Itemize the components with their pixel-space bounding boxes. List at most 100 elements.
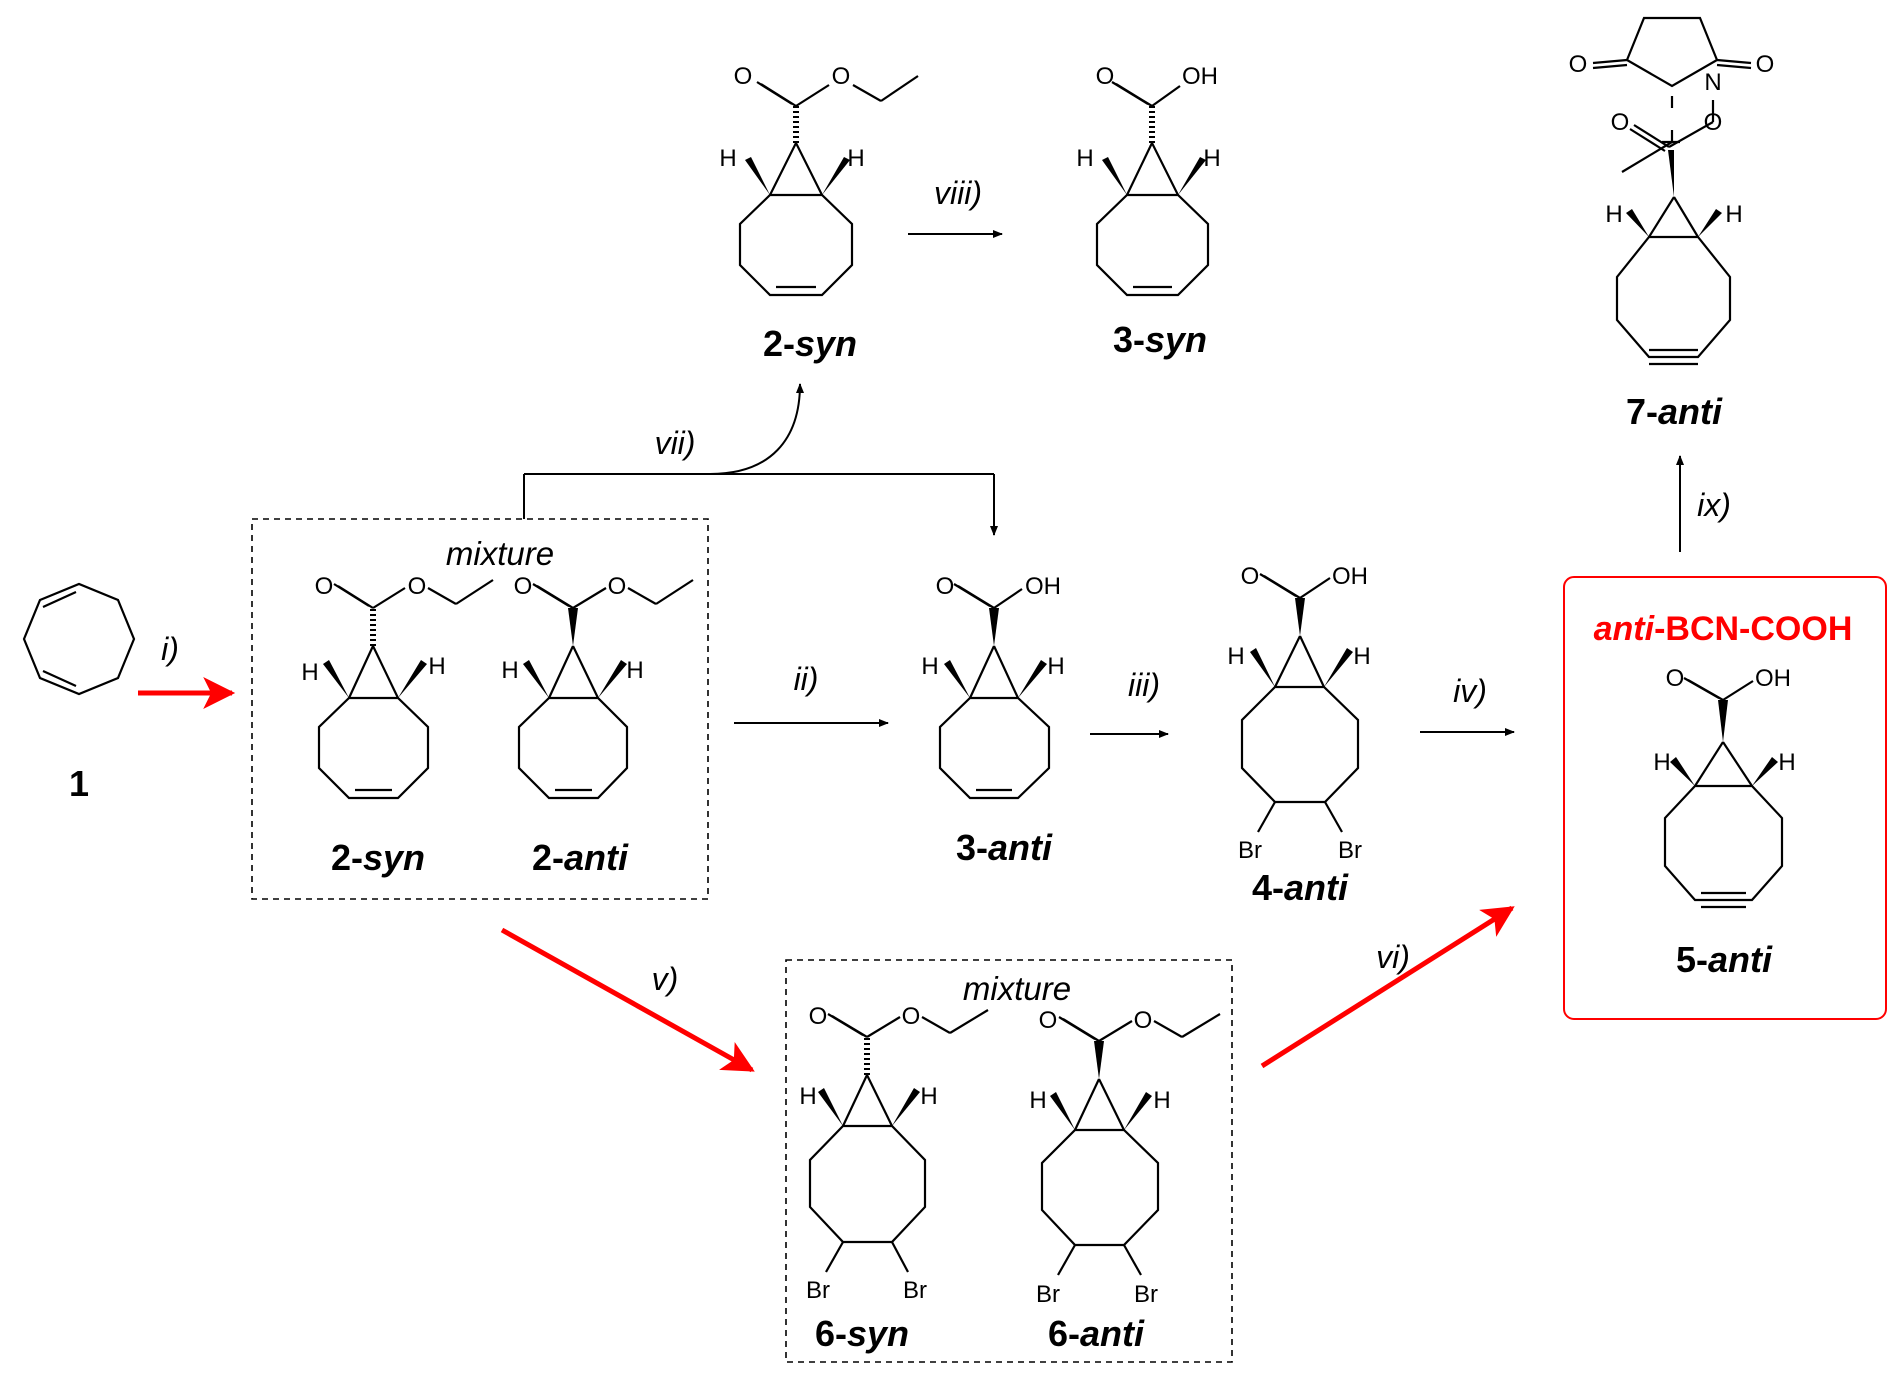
wedge-bond bbox=[989, 608, 999, 646]
step-label-ii: ii) bbox=[794, 661, 819, 697]
atom-n: N bbox=[1704, 69, 1721, 96]
atom-o: O bbox=[1704, 109, 1723, 136]
atom-o: O bbox=[315, 573, 334, 600]
atom-o: O bbox=[1756, 51, 1775, 78]
atom-o: O bbox=[1096, 63, 1115, 90]
wedge-bond bbox=[1668, 150, 1674, 197]
atom-h: H bbox=[1029, 1087, 1046, 1114]
atom-br: Br bbox=[1338, 837, 1362, 864]
atom-o: O bbox=[1134, 1007, 1153, 1034]
atom-o: O bbox=[936, 573, 955, 600]
wedge-bond bbox=[892, 1088, 920, 1126]
atom-h: H bbox=[1227, 643, 1244, 670]
wedge-bond bbox=[1698, 209, 1722, 237]
atom-h: H bbox=[428, 653, 445, 680]
label-5-anti: 5-anti bbox=[1676, 939, 1773, 980]
wedge-bond bbox=[1124, 1092, 1152, 1130]
atom-h: H bbox=[1076, 145, 1093, 172]
arrow-step-v bbox=[500, 927, 755, 1073]
atom-h: H bbox=[847, 145, 864, 172]
atom-o: O bbox=[734, 63, 753, 90]
compound-2-syn-mixture bbox=[317, 579, 494, 800]
atom-h: H bbox=[920, 1083, 937, 1110]
wedge-bond bbox=[323, 660, 349, 698]
atom-h: H bbox=[1047, 653, 1064, 680]
compound-3-syn bbox=[1095, 81, 1210, 297]
atom-br: Br bbox=[1238, 837, 1262, 864]
atom-h: H bbox=[1153, 1087, 1170, 1114]
compound-2-syn-top bbox=[738, 75, 919, 297]
label-2-anti-mixture: 2-anti bbox=[532, 837, 629, 878]
compound-5-anti bbox=[1663, 677, 1784, 909]
compound-7-anti-ester bbox=[1629, 100, 1715, 152]
atom-h: H bbox=[799, 1083, 816, 1110]
atom-o: O bbox=[1569, 51, 1588, 78]
compound-6-anti-mixture bbox=[1040, 1013, 1221, 1276]
wedge-bond bbox=[822, 157, 850, 195]
atom-h: H bbox=[1353, 643, 1370, 670]
arrow-step-vi bbox=[1260, 905, 1515, 1069]
atom-h: H bbox=[1605, 201, 1622, 228]
wedge-bond bbox=[1295, 598, 1305, 636]
atom-o: O bbox=[1611, 109, 1630, 136]
mixture-label-2: mixture bbox=[963, 970, 1071, 1007]
atom-oh: OH bbox=[1182, 63, 1218, 90]
label-2-syn-mixture: 2-syn bbox=[331, 837, 425, 878]
arrow-step-vii bbox=[523, 383, 998, 536]
atom-o: O bbox=[1241, 563, 1260, 590]
wedge-bond bbox=[944, 660, 970, 698]
atom-o: O bbox=[902, 1003, 921, 1030]
label-7-anti: 7-anti bbox=[1626, 391, 1723, 432]
label-4-anti: 4-anti bbox=[1252, 867, 1349, 908]
step-label-vi: vi) bbox=[1376, 939, 1410, 975]
atom-o: O bbox=[1039, 1007, 1058, 1034]
wedge-bond bbox=[1178, 157, 1206, 195]
wedge-bond bbox=[598, 660, 627, 698]
wedge-bond bbox=[1670, 757, 1695, 786]
label-2-syn-top: 2-syn bbox=[763, 323, 857, 364]
atom-o: O bbox=[809, 1003, 828, 1030]
label-6-anti-mixture: 6-anti bbox=[1048, 1313, 1145, 1354]
wedge-bond bbox=[1094, 1041, 1104, 1079]
atom-h: H bbox=[719, 145, 736, 172]
label-6-syn-mixture: 6-syn bbox=[815, 1313, 909, 1354]
step-label-i: i) bbox=[161, 631, 179, 667]
label-3-syn: 3-syn bbox=[1113, 319, 1207, 360]
wedge-bond bbox=[745, 157, 770, 195]
atom-oh: OH bbox=[1025, 573, 1061, 600]
mixture-box-2 bbox=[785, 959, 1233, 1363]
wedge-bond bbox=[568, 608, 578, 646]
atom-o: O bbox=[832, 63, 851, 90]
highlight-box bbox=[1563, 576, 1887, 1020]
wedge-bond bbox=[818, 1088, 843, 1126]
label-compound-1: 1 bbox=[69, 763, 89, 804]
compound-1 bbox=[22, 582, 136, 696]
highlight-title: anti-BCN-COOH bbox=[1594, 610, 1853, 648]
step-label-v: v) bbox=[652, 961, 679, 997]
mixture-label-1: mixture bbox=[446, 535, 554, 572]
step-label-ix: ix) bbox=[1697, 487, 1731, 523]
atom-h: H bbox=[501, 657, 518, 684]
atom-o: O bbox=[514, 573, 533, 600]
atom-oh: OH bbox=[1332, 563, 1368, 590]
wedge-bond bbox=[1324, 648, 1353, 687]
compound-2-anti-mixture bbox=[517, 579, 694, 800]
step-label-vii: vii) bbox=[655, 425, 696, 461]
wedge-bond bbox=[398, 660, 427, 698]
compound-7-anti bbox=[1592, 16, 1752, 366]
atom-o: O bbox=[408, 573, 427, 600]
compound-3-anti bbox=[938, 583, 1051, 800]
compound-6-syn-mixture bbox=[808, 1009, 989, 1273]
atom-o: O bbox=[1666, 665, 1685, 692]
step-label-viii: viii) bbox=[934, 175, 982, 211]
atom-h: H bbox=[921, 653, 938, 680]
wedge-bond bbox=[1718, 700, 1728, 742]
wedge-bond bbox=[1752, 757, 1778, 786]
atom-h: H bbox=[1653, 749, 1670, 776]
atom-h: H bbox=[1725, 201, 1742, 228]
wedge-bond bbox=[523, 660, 549, 698]
wedge-bond bbox=[1018, 660, 1047, 698]
atom-h: H bbox=[1203, 145, 1220, 172]
compound-4-anti bbox=[1240, 573, 1360, 833]
